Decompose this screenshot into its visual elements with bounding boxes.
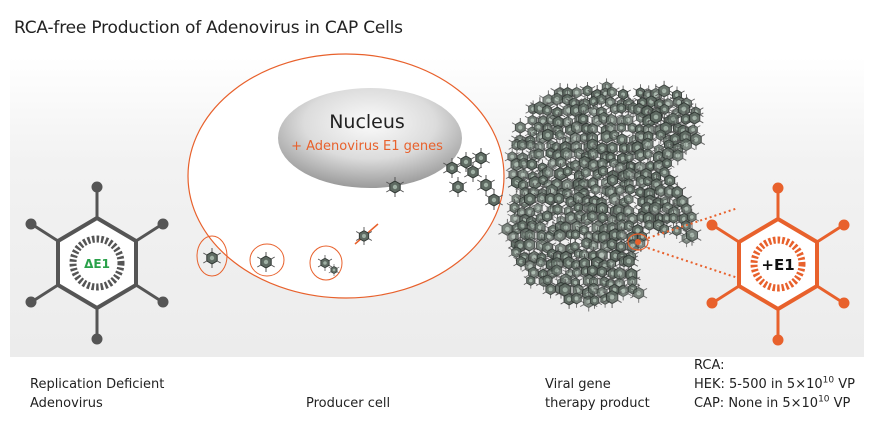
delta-e1-marker: ΔE1	[84, 257, 110, 271]
left-virus-caption-line1: Replication Deficient	[30, 377, 165, 392]
nucleus-label: Nucleus	[329, 111, 405, 133]
nucleus-shape	[278, 88, 462, 188]
rca-hek-line: HEK: 5-500 in 5×1010 VP	[694, 375, 855, 392]
producer-cell-caption: Producer cell	[306, 396, 391, 411]
left-virus-caption: Replication Deficient Adenovirus	[30, 375, 164, 413]
nucleus-sublabel: + Adenovirus E1 genes	[291, 139, 443, 154]
left-virus-caption-line2: Adenovirus	[30, 396, 103, 411]
rca-particle	[627, 207, 739, 279]
rca-cap-line: CAP: None in 5×1010 VP	[694, 394, 851, 411]
endosome-3	[309, 245, 343, 281]
replication-deficient-virus: ΔE1	[25, 181, 169, 345]
rca-virus: +E1	[706, 182, 850, 346]
plus-e1-marker: +E1	[761, 256, 794, 274]
endosome-1	[196, 235, 228, 277]
diagram-title: RCA-free Production of Adenovirus in CAP…	[14, 18, 403, 38]
rca-heading: RCA:	[694, 358, 725, 373]
product-caption: Viral gene therapy product	[545, 375, 650, 413]
product-caption-line2: therapy product	[545, 396, 650, 411]
virus-entering-nucleus	[354, 223, 379, 246]
product-caption-line1: Viral gene	[545, 377, 611, 392]
viral-product-cloud	[497, 77, 706, 312]
endosome-2	[249, 243, 285, 277]
rca-summary: RCA: HEK: 5-500 in 5×1010 VP CAP: None i…	[694, 356, 855, 413]
